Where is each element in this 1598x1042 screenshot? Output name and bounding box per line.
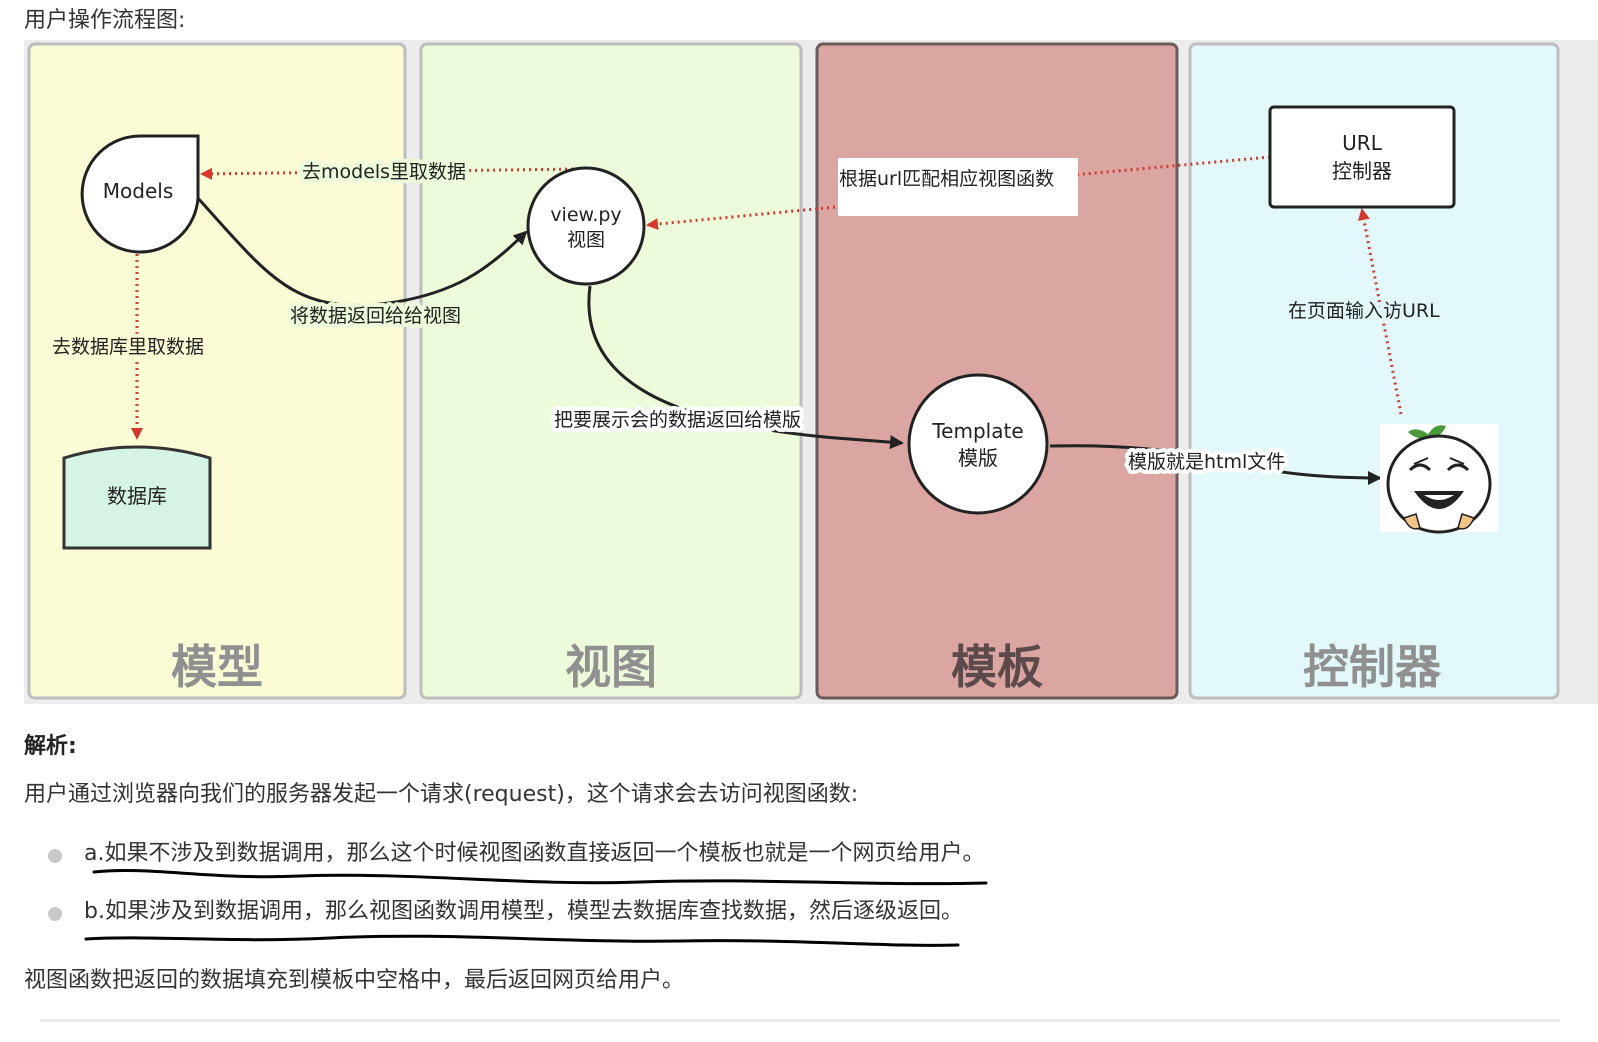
panel-title-model: 模型 <box>171 640 263 694</box>
edge-label-view-to-template: 把要展示会的数据返回给模版 <box>554 409 801 431</box>
panel-title-controller: 控制器 <box>1303 640 1442 694</box>
edge-label-bg-url-to-view <box>838 158 1078 216</box>
database-node-label: 数据库 <box>107 484 167 508</box>
bullet-text-a: a.如果不涉及到数据调用，那么这个时候视图函数直接返回一个模板也就是一个网页给用… <box>84 841 985 866</box>
edge-user-to-url <box>1357 208 1403 415</box>
template-node-label-2: 模版 <box>958 446 998 470</box>
template-node-label-1: Template <box>931 419 1023 443</box>
panel-title-template: 模板 <box>951 640 1043 694</box>
database-node <box>62 445 212 550</box>
url-node-label-1: URL <box>1342 131 1383 155</box>
edge-template-to-user <box>1049 444 1382 485</box>
models-node-label: Models <box>103 179 173 203</box>
model-panel <box>27 42 407 700</box>
edge-label-template-to-user: 模版就是html文件 <box>1128 451 1285 473</box>
edge-label-view-to-models: 去models里取数据 <box>302 161 466 183</box>
analysis-paragraph-1: 用户通过浏览器向我们的服务器发起一个请求(request)，这个请求会去访问视图… <box>24 782 859 807</box>
view-node <box>526 166 646 286</box>
edge-view-to-template <box>587 285 904 450</box>
url-node-label-2: 控制器 <box>1332 159 1392 183</box>
list-item: a.如果不涉及到数据调用，那么这个时候视图函数直接返回一个模板也就是一个网页给用… <box>48 836 984 894</box>
edge-label-models-to-view: 将数据返回给给视图 <box>290 305 461 327</box>
edge-label-user-to-url: 在页面输入访URL <box>1288 300 1440 322</box>
bullet-dot-icon <box>48 907 62 921</box>
analysis-paragraph-2: 视图函数把返回的数据填充到模板中空格中，最后返回网页给用户。 <box>24 968 685 993</box>
view-panel <box>419 42 803 700</box>
list-item: b.如果涉及到数据调用，那么视图函数调用模型，模型去数据库查找数据，然后逐级返回… <box>48 894 984 952</box>
intro-caption: 用户操作流程图: <box>24 8 186 33</box>
edge-label-models-to-db: 去数据库里取数据 <box>52 336 204 358</box>
view-node-label-1: view.py <box>550 204 621 226</box>
analysis-bullet-list: a.如果不涉及到数据调用，那么这个时候视图函数直接返回一个模板也就是一个网页给用… <box>48 836 984 952</box>
url-controller-node <box>1268 105 1456 209</box>
analysis-title: 解析: <box>24 734 77 759</box>
panel-title-view: 视图 <box>565 640 657 694</box>
models-node <box>80 134 200 254</box>
template-panel <box>815 42 1179 700</box>
edge-models-to-view <box>194 194 528 307</box>
view-node-label-2: 视图 <box>567 229 605 251</box>
edge-label-url-to-view: 根据url匹配相应视图函数 <box>839 168 1054 190</box>
bullet-text-b: b.如果涉及到数据调用，那么视图函数调用模型，模型去数据库查找数据，然后逐级返回… <box>84 899 963 924</box>
template-node <box>907 373 1049 515</box>
mvc-flow-diagram: 模型 视图 模板 控制器 Models 数据库 view.py 视图 Templ… <box>24 40 1598 704</box>
footer-divider <box>40 1019 1560 1022</box>
bullet-dot-icon <box>48 849 62 863</box>
laughing-face-icon <box>1380 424 1498 534</box>
